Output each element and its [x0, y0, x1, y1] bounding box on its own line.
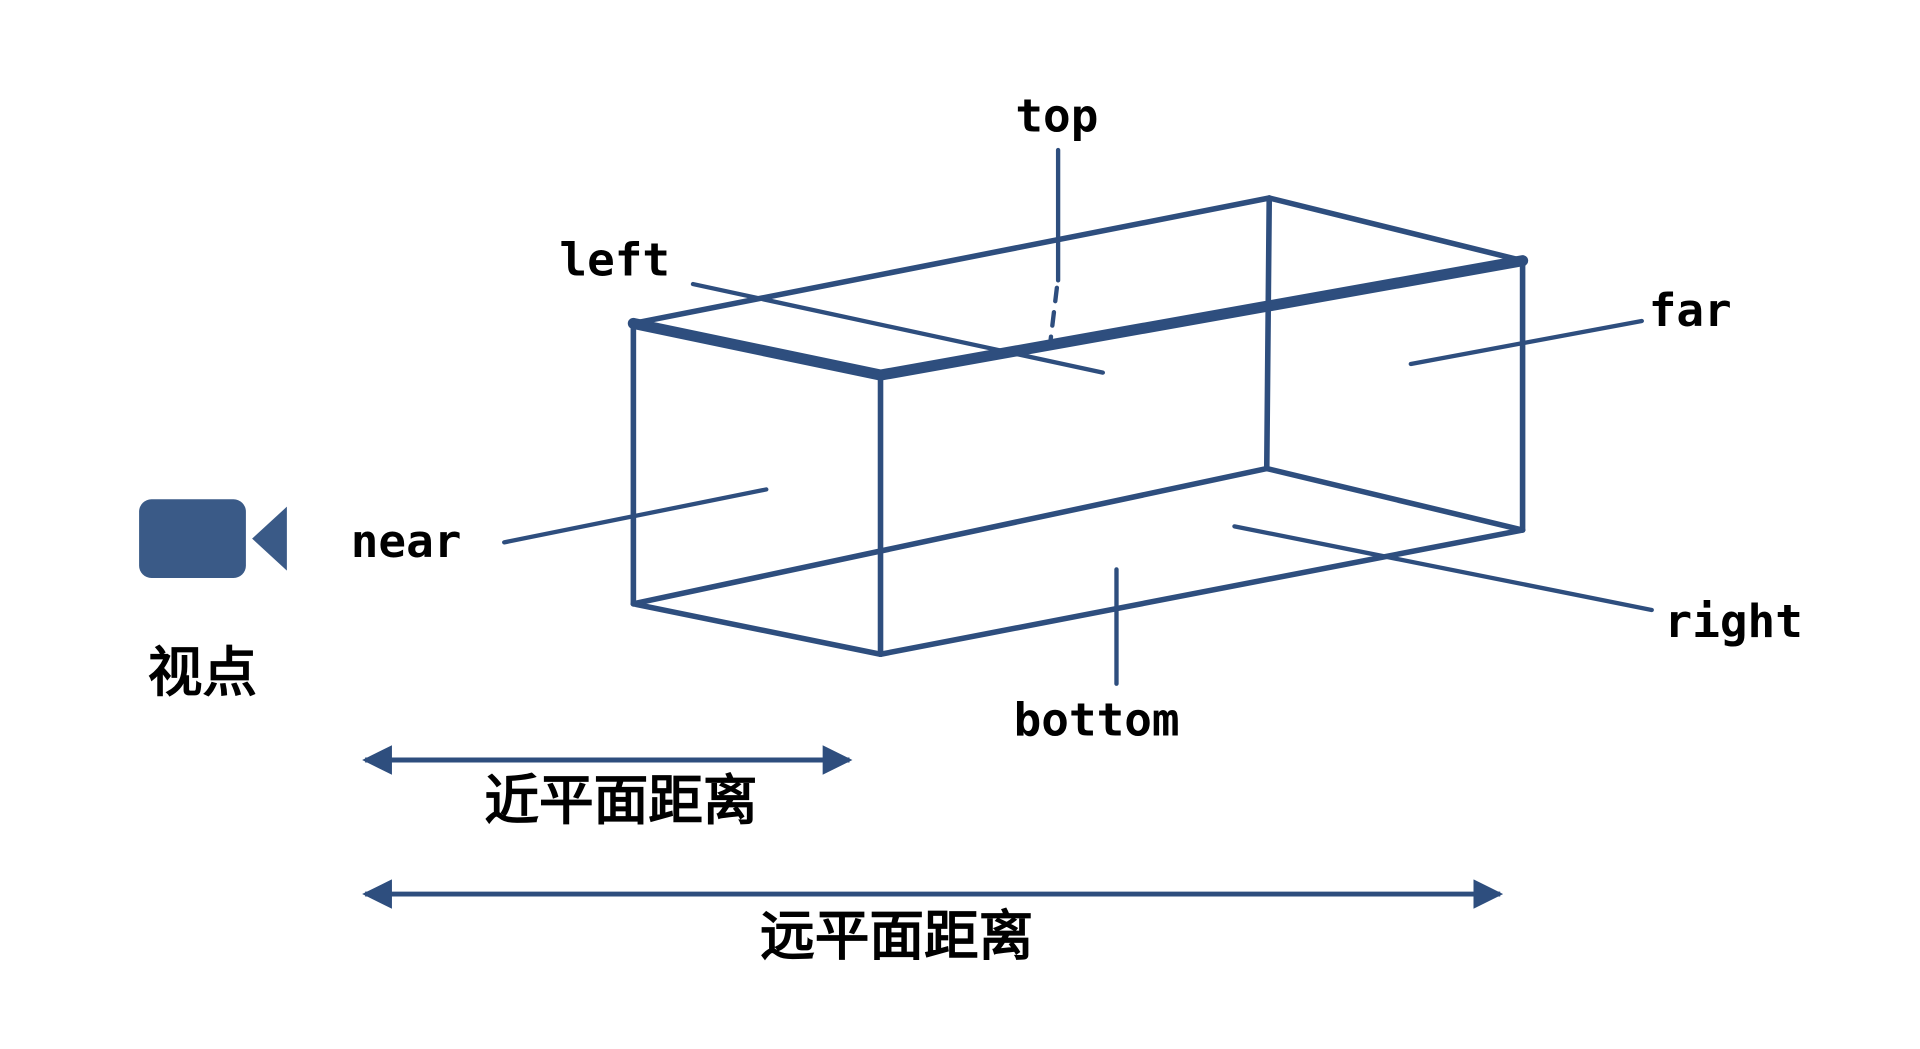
top-leader-dashed-line — [1048, 285, 1060, 342]
label-right: right — [1665, 595, 1803, 648]
near-leader-line — [502, 487, 769, 545]
leader-lines — [502, 147, 1654, 686]
edge-near-top — [627, 317, 887, 381]
plane-labels: top left far near right bottom — [351, 90, 1803, 747]
chinese-annotations: 视点 近平面距离 远平面距离 — [148, 641, 1033, 967]
camera-icon — [139, 499, 287, 578]
distance-arrows — [362, 745, 1504, 909]
frustum-box — [627, 195, 1529, 658]
far-leader-line — [1408, 318, 1644, 367]
label-bottom: bottom — [1014, 694, 1180, 747]
camera-lens — [252, 506, 287, 571]
edge-top-left — [630, 195, 1273, 327]
edge-top-right — [874, 255, 1529, 381]
edge-far-bottom — [1263, 465, 1526, 533]
camera-body — [139, 499, 246, 578]
left-leader-line — [690, 281, 1105, 375]
label-far: far — [1649, 284, 1732, 337]
label-far-plane-distance: 远平面距离 — [760, 905, 1033, 968]
edge-far-left — [1263, 195, 1273, 472]
label-top: top — [1015, 90, 1098, 143]
right-leader-line — [1232, 524, 1654, 613]
label-viewpoint: 视点 — [148, 641, 257, 704]
label-near: near — [351, 515, 462, 568]
edge-far-top — [1266, 195, 1526, 264]
edge-bottom-right — [877, 527, 1526, 658]
label-left: left — [559, 234, 670, 287]
label-near-plane-distance: 近平面距离 — [484, 769, 757, 832]
edge-near-bottom — [630, 601, 884, 658]
edge-bottom-left — [630, 465, 1270, 607]
